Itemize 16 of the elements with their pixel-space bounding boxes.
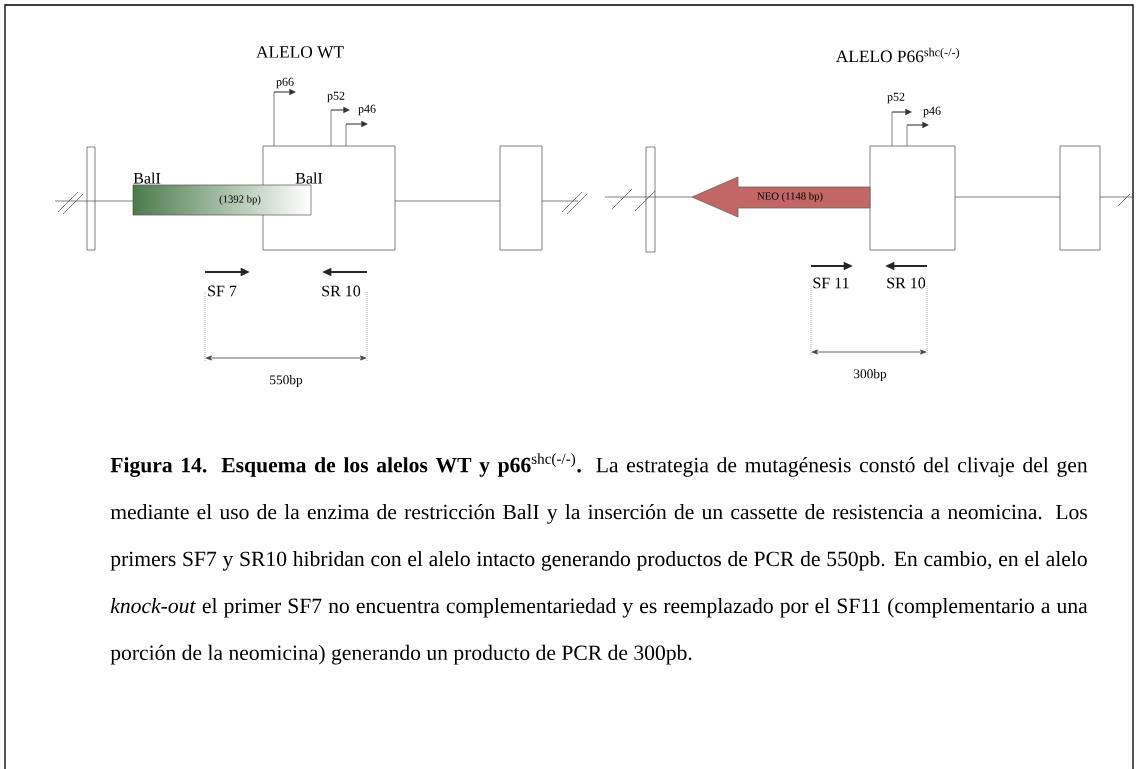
diagram-label: 300bp bbox=[854, 368, 887, 382]
allele-title: ALELO P66$^{shc(-/-)}$ bbox=[835, 47, 960, 63]
diagram-label: 550bp bbox=[270, 374, 303, 388]
allele-title: ALELO WT bbox=[256, 46, 344, 58]
diagram-label: BalI bbox=[295, 172, 323, 184]
diagram-label: SF 11 bbox=[813, 277, 849, 289]
diagram-label: p52 bbox=[327, 91, 345, 103]
diagram-label: SR 10 bbox=[887, 277, 926, 289]
figure-caption: Figura 14. Esquema de los alelos WT y p66$^{shc(-/-)}$. La estrategia de mutagénesis constó del clivaje del gen mediante el uso de la enzima de restricción BalI y la inserción de un cassette de resistencia a neomicina. Los primers SF7 y SR10 hibridan con el alelo intacto generando productos de PCR de 550pb. En cambio, en el alelo knock-out el primer SF7 no encuentra complementariedad y es reemplazado por el SF11 (complementario a una porción de la neomicina) generando un producto de PCR de 300pb. bbox=[110, 453, 1088, 665]
diagram-label: p66 bbox=[276, 77, 294, 89]
diagram-label: SF 7 bbox=[208, 285, 237, 297]
fragment-bar: (1392 bp) bbox=[132, 184, 312, 216]
diagram-label: p52 bbox=[887, 92, 905, 104]
diagram-label: SR 10 bbox=[322, 285, 361, 297]
diagram-label: p46 bbox=[923, 106, 941, 118]
diagram-label: p46 bbox=[358, 104, 376, 116]
